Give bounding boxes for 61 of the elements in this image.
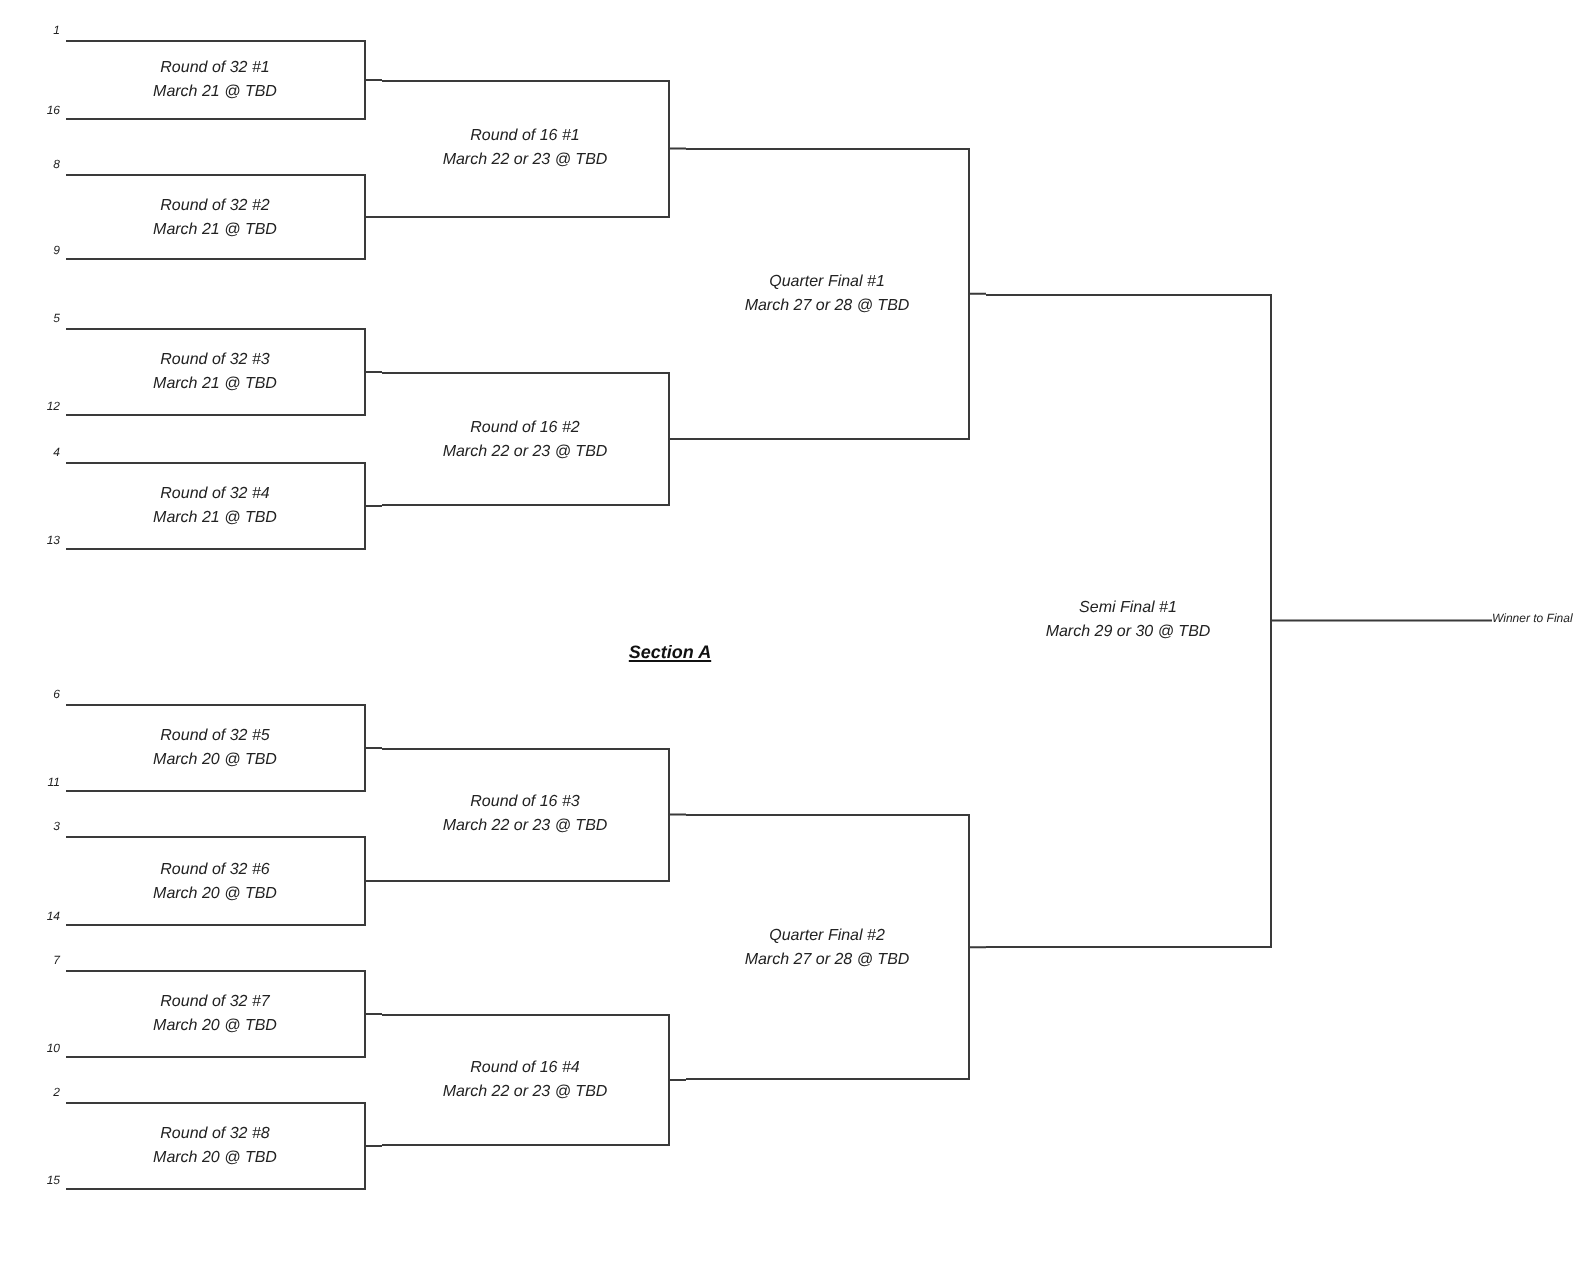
connector-line [365,1013,383,1015]
connector-line [669,1079,687,1081]
match-bracket [66,328,366,416]
match-date: March 29 or 30 @ TBD [1045,620,1211,645]
match-date: March 21 @ TBD [153,217,277,241]
match-name: Round of 32 #3 [160,348,270,372]
match-bracket [986,293,1272,948]
match-date: March 27 or 28 @ TBD [744,293,910,318]
match-name: Round of 16 #1 [470,124,580,149]
match-date: March 20 @ TBD [153,881,277,905]
connector-line [969,946,987,949]
match-bracket [66,462,366,550]
match-date: March 22 or 23 @ TBD [442,439,608,463]
match-name: Round of 32 #2 [160,193,270,217]
match-bracket [66,704,366,792]
match-name: Round of 16 #3 [470,790,580,815]
connector-line [365,747,383,749]
match-bracket [66,40,366,120]
match-bracket [66,970,366,1058]
connector-line [1271,619,1493,622]
match-name: Round of 32 #6 [160,857,270,881]
match-name: Round of 16 #4 [470,1056,580,1080]
match-date: March 22 or 23 @ TBD [442,1080,608,1104]
section-heading: Section A [626,642,714,662]
match-bracket [382,372,670,506]
match-bracket [66,836,366,926]
match-name: Round of 32 #4 [160,482,270,506]
match-date: March 20 @ TBD [153,748,277,772]
match-date: March 22 or 23 @ TBD [442,148,608,173]
connector-line [969,292,987,295]
match-date: March 21 @ TBD [153,80,277,104]
match-bracket [686,814,970,1080]
connector-line [365,216,383,218]
match-name: Semi Final #1 [1079,596,1177,621]
match-date: March 22 or 23 @ TBD [442,814,608,839]
match-name: Round of 32 #8 [160,1122,270,1146]
connector-line [365,1145,383,1147]
match-bracket [66,174,366,260]
match-name: Round of 32 #7 [160,990,270,1014]
match-date: March 20 @ TBD [153,1014,277,1038]
match-date: March 21 @ TBD [153,506,277,530]
match-bracket [382,80,670,217]
connector-line [669,813,687,816]
match-bracket [382,748,670,881]
connector-line [365,505,383,507]
match-date: March 21 @ TBD [153,372,277,396]
connector-line [365,371,383,373]
match-name: Round of 32 #1 [160,56,270,80]
match-date: March 27 or 28 @ TBD [744,947,910,972]
connector-line [669,438,687,440]
connector-line [365,79,383,81]
match-name: Quarter Final #1 [769,269,885,294]
match-name: Round of 16 #2 [470,415,580,439]
match-bracket [686,148,970,439]
connector-line [365,880,383,882]
match-bracket [382,1014,670,1146]
connector-line [669,147,687,150]
match-name: Quarter Final #2 [769,923,885,948]
match-date: March 20 @ TBD [153,1146,277,1170]
match-bracket [66,1102,366,1190]
match-name: Round of 32 #5 [160,724,270,748]
